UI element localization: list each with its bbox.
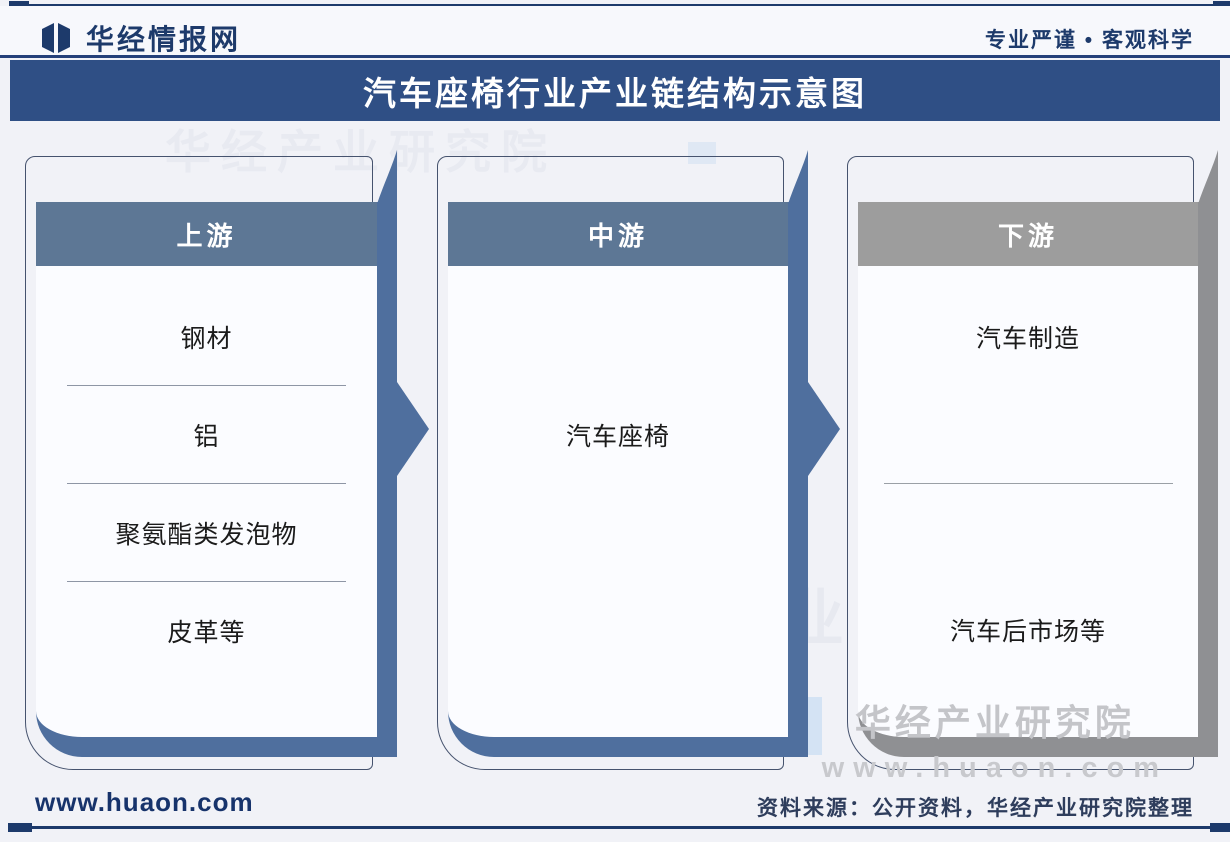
card-swoosh-ribbon — [377, 150, 397, 204]
top-rule — [10, 4, 1230, 7]
card-body: 中游 汽车座椅 — [448, 202, 808, 757]
chain-item: 汽车后市场等 — [858, 582, 1198, 680]
chain-item — [448, 484, 788, 582]
card-body: 下游 汽车制造 汽车后市场等 — [858, 202, 1218, 757]
chain-item: 聚氨酯类发泡物 — [36, 484, 377, 581]
bottom-rule-left-dash — [8, 823, 32, 832]
card-swoosh-ribbon — [788, 150, 808, 204]
page-title: 汽车座椅行业产业链结构示意图 — [363, 74, 867, 112]
chain-item — [448, 581, 788, 679]
chain-item-label: 汽车座椅 — [565, 422, 670, 451]
footer-site-url: www.huaon.com — [35, 787, 254, 817]
item-divider — [66, 385, 347, 386]
chain-card-midstream: 中游 汽车座椅 — [437, 150, 840, 772]
chain-item — [858, 386, 1198, 484]
item-divider — [66, 483, 347, 484]
chain-item: 钢材 — [36, 288, 377, 385]
card-item-list: 汽车座椅 — [448, 288, 788, 679]
card-header-label: 下游 — [997, 220, 1058, 251]
chain-item: 皮革等 — [36, 582, 377, 679]
chain-item-label: 汽车制造 — [975, 324, 1080, 353]
chain-card-upstream: 上游 钢材 铝 聚氨酯类发泡物 皮革等 — [25, 150, 429, 772]
flow-arrow-icon — [808, 382, 840, 476]
chain-item-label: 钢材 — [180, 324, 233, 353]
bottom-rule — [10, 826, 1230, 829]
brand-name: 华经情报网 — [86, 24, 242, 55]
chain-item-label: 汽车后市场等 — [949, 618, 1106, 647]
chain-item-label: 聚氨酯类发泡物 — [115, 520, 298, 549]
watermark-artifact-block — [688, 142, 716, 164]
chain-item — [448, 288, 788, 386]
top-rule-left-dash — [9, 1, 29, 10]
brand-logo: 华经情报网 — [38, 18, 241, 58]
card-header: 下游 — [858, 202, 1198, 266]
chain-item-label: 铝 — [193, 422, 220, 451]
flow-arrow-icon — [397, 382, 429, 476]
chain-card-downstream: 下游 汽车制造 汽车后市场等 — [847, 150, 1224, 772]
chain-item-label: 皮革等 — [167, 618, 246, 647]
page-header: 华经情报网 专业严谨 • 客观科学 — [0, 6, 1230, 55]
item-divider — [66, 581, 347, 582]
card-swoosh-ribbon — [1198, 150, 1218, 204]
card-item-list: 钢材 铝 聚氨酯类发泡物 皮革等 — [36, 288, 377, 679]
footer-source-note: 资料来源：公开资料，华经产业研究院整理 — [757, 797, 1194, 820]
header-divider-rule — [0, 55, 1230, 58]
item-divider — [883, 483, 1173, 484]
card-header-label: 上游 — [176, 220, 237, 251]
title-bar: 汽车座椅行业产业链结构示意图 — [10, 60, 1220, 121]
card-item-list: 汽车制造 汽车后市场等 — [858, 288, 1198, 679]
card-header: 中游 — [448, 202, 788, 266]
huajing-logo-icon — [42, 23, 70, 53]
brand-slogan: 专业严谨 • 客观科学 — [984, 29, 1194, 52]
chain-item: 汽车制造 — [858, 288, 1198, 386]
chain-item: 铝 — [36, 386, 377, 483]
chain-item: 汽车座椅 — [448, 386, 788, 484]
chain-item — [858, 484, 1198, 582]
card-header: 上游 — [36, 202, 377, 266]
card-header-label: 中游 — [587, 220, 648, 251]
bottom-rule-right-dash — [1210, 823, 1230, 832]
card-body: 上游 钢材 铝 聚氨酯类发泡物 皮革等 — [36, 202, 397, 757]
top-rule-right-dash — [1213, 1, 1230, 10]
